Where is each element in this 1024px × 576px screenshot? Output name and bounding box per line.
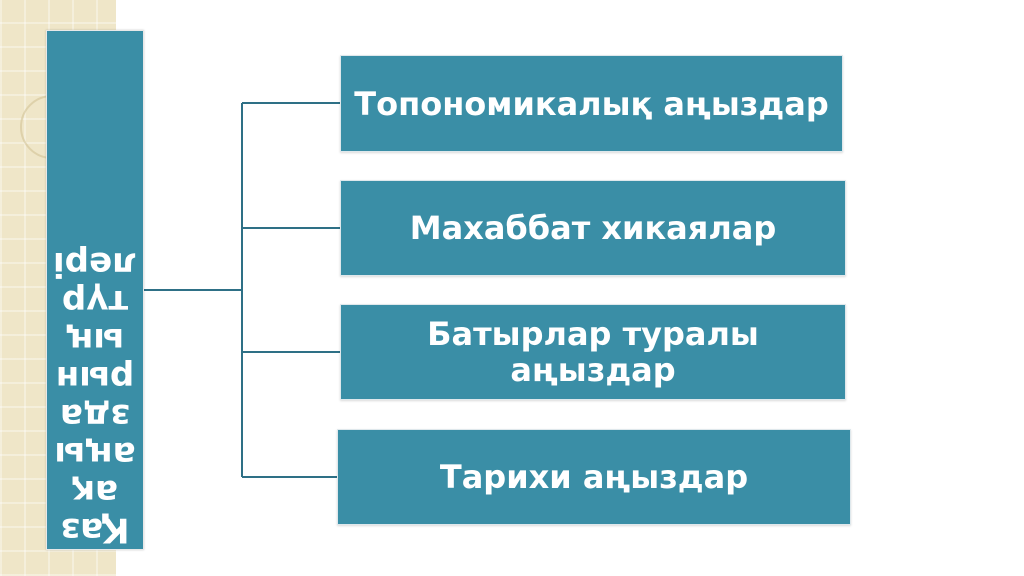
branch-node-heroes: Батырлар туралы аңыздар: [340, 304, 846, 400]
branch-node-love-stories: Махаббат хикаялар: [340, 180, 846, 276]
branch-node-historical: Тарихи аңыздар: [337, 429, 851, 525]
branch-node-label: Топономикалық аңыздар: [354, 84, 829, 123]
branch-node-label: Батырлар туралы аңыздар: [427, 315, 759, 389]
branch-node-label: Тарихи аңыздар: [439, 458, 749, 496]
root-node-label: Қаз ақ аңы зда рын ың түр лері: [53, 244, 137, 550]
branch-node-label: Махаббат хикаялар: [409, 209, 777, 247]
root-node: Қаз ақ аңы зда рын ың түр лері: [46, 30, 144, 550]
branch-node-toponymic: Топономикалық аңыздар: [340, 55, 843, 152]
